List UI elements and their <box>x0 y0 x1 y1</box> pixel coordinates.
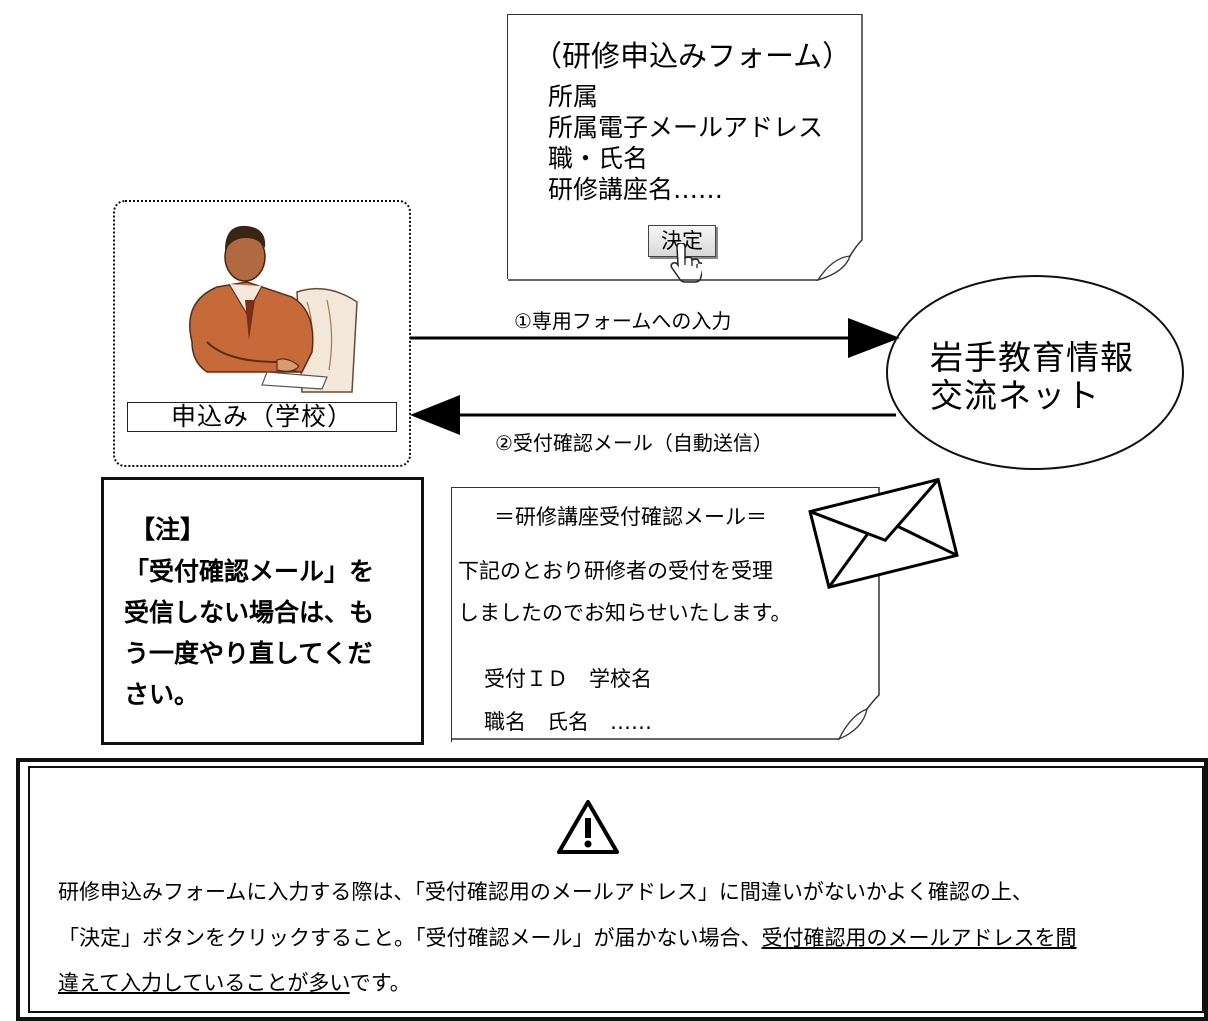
flow-arrows <box>410 318 900 435</box>
form-field-name: 職・氏名 <box>548 144 649 173</box>
mail-fields-line2: 職名 氏名 …… <box>484 710 652 734</box>
form-card-page-curl <box>508 14 863 282</box>
note-line-1: 「受付確認メール」を <box>124 557 375 586</box>
mail-title: ＝研修講座受付確認メール＝ <box>494 505 767 529</box>
caution-line-3: 違えて入力していることが多いです。 <box>58 967 411 997</box>
note-line-2: 受信しない場合は、も <box>124 598 375 627</box>
note-heading: 【注】 <box>130 515 206 544</box>
caution-line-3-underlined: 違えて入力していることが多い <box>58 971 350 995</box>
caution-line-2-plain: 「決定」ボタンをクリックすること。「受付確認メール」が届かない場合、 <box>58 926 762 950</box>
mail-body-line1: 下記のとおり研修者の受付を受理 <box>458 559 773 583</box>
caution-line-2-underlined: 受付確認用のメールアドレスを間 <box>761 926 1077 950</box>
hand-cursor-icon <box>670 243 702 283</box>
caution-line-1: 研修申込みフォームに入力する際は、「受付確認用のメールアドレス」に間違いがないか… <box>58 880 1033 904</box>
registration-form-card: （研修申込みフォーム） 所属 所属電子メールアドレス 職・氏名 研修講座名…… … <box>507 14 862 283</box>
mail-fields-line1: 受付ＩＤ 学校名 <box>484 667 652 691</box>
caution-line-2: 「決定」ボタンをクリックすること。「受付確認メール」が届かない場合、受付確認用の… <box>58 922 1077 952</box>
arrow-head-right <box>848 318 900 358</box>
businessman-illustration <box>189 225 358 393</box>
note-box: 【注】 「受付確認メール」を 受信しない場合は、も う一度やり直してくだ さい。 <box>101 477 424 745</box>
caution-line-3-plain: です。 <box>349 971 411 995</box>
applicant-label: 申込み（学校） <box>127 402 397 432</box>
arrow-step1-label: ①専用フォームへの入力 <box>514 309 732 333</box>
note-line-3: う一度やり直してくだ <box>124 639 373 668</box>
caution-box: 研修申込みフォームに入力する際は、「受付確認用のメールアドレス」に間違いがないか… <box>16 758 1208 1021</box>
arrow-step2-label: ②受付確認メール（自動送信） <box>495 431 773 455</box>
mail-body-line2: しましたのでお知らせいたします。 <box>458 601 792 625</box>
envelope-icon <box>808 477 959 590</box>
confirmation-mail-card: ＝研修講座受付確認メール＝ 下記のとおり研修者の受付を受理 しましたのでお知らせ… <box>451 487 879 742</box>
network-ellipse: 岩手教育情報 交流ネット <box>886 275 1184 470</box>
network-label: 岩手教育情報 交流ネット <box>930 339 1134 415</box>
note-line-4: さい。 <box>124 680 200 709</box>
warning-icon <box>557 800 619 854</box>
form-field-course: 研修講座名…… <box>548 175 724 204</box>
network-label-line1: 岩手教育情報 <box>930 338 1134 377</box>
form-title: （研修申込みフォーム） <box>533 39 852 73</box>
form-field-email: 所属電子メールアドレス <box>548 113 824 142</box>
form-field-affiliation: 所属 <box>548 82 599 111</box>
network-label-line2: 交流ネット <box>930 376 1100 415</box>
mail-card-page-curl <box>451 487 880 741</box>
applicant-box: 申込み（学校） <box>113 200 411 467</box>
arrow-head-left <box>410 395 460 435</box>
